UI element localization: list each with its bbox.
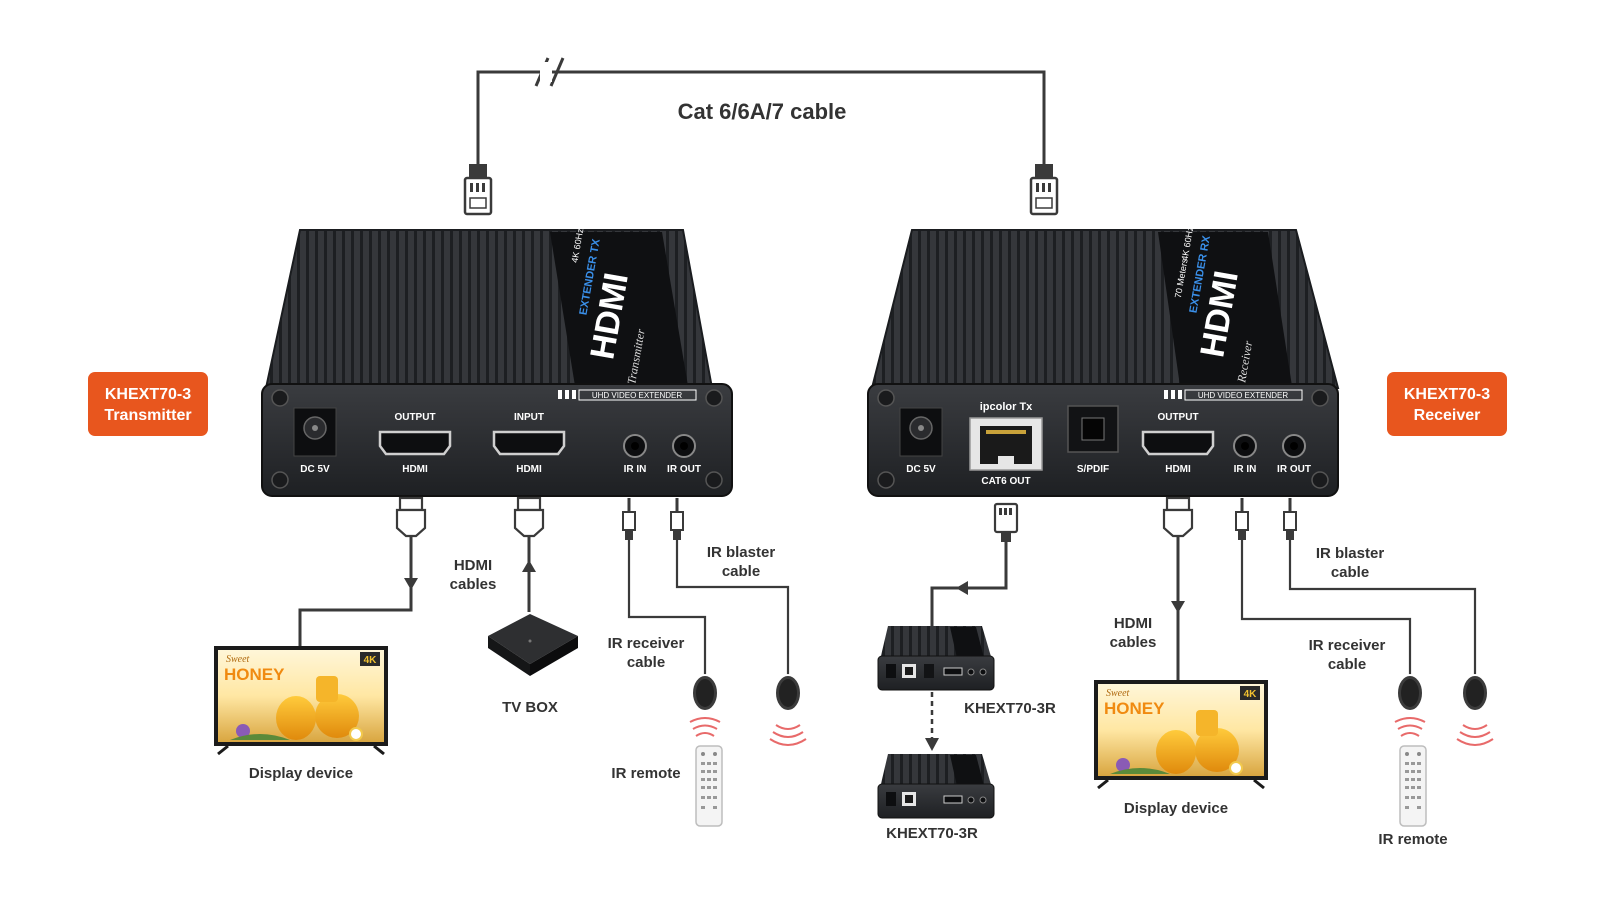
- cable-label: Cat 6/6A/7 cable: [678, 99, 847, 124]
- ir-remote-icon: [695, 745, 723, 827]
- ir-blaster-eye-icon: [769, 674, 807, 746]
- tx-ir-blaster-l2: cable: [722, 563, 760, 580]
- rx-irin-label: IR IN: [1234, 464, 1257, 475]
- tv-title-big: HONEY: [1104, 699, 1165, 718]
- cat-cable: Cat 6/6A/7 cable: [463, 57, 1059, 216]
- rx-ir-blaster-l2: cable: [1331, 564, 1369, 581]
- cascade-label-1: KHEXT70-3R: [964, 700, 1056, 717]
- tv-box-icon: [488, 614, 578, 676]
- transmitter-badge: KHEXT70-3 Transmitter: [88, 372, 208, 436]
- transmitter-device: HDMI EXTENDER TX 4K 60Hz Transmitter UHD…: [261, 227, 733, 497]
- tx-out-bottom: HDMI: [402, 464, 428, 475]
- ir-receiver-eye-icon: [1394, 674, 1426, 737]
- tx-hdmi-cables-l2: cables: [450, 576, 497, 593]
- rx-cat-top: ipcolor Tx: [980, 401, 1033, 413]
- tx-dc-label: DC 5V: [300, 464, 330, 475]
- rx-badge-line1: KHEXT70-3: [1404, 386, 1490, 403]
- rx-spdif-label: S/PDIF: [1077, 464, 1109, 475]
- rx-ir-remote-label: IR remote: [1378, 831, 1447, 848]
- tx-display-label: Display device: [249, 765, 353, 782]
- rx-ir-receiver-l2: cable: [1328, 656, 1366, 673]
- tv-title-small: Sweet: [226, 654, 250, 665]
- hdmi-plug-icon: [395, 496, 427, 538]
- tx-ir-remote-label: IR remote: [611, 765, 680, 782]
- tv-4k-badge: 4K: [364, 655, 378, 666]
- rx-dc-label: DC 5V: [906, 464, 936, 475]
- tx-badge-line1: KHEXT70-3: [105, 386, 191, 403]
- rj45-plug-icon: [1029, 164, 1059, 216]
- tv-title-big: HONEY: [224, 665, 285, 684]
- rx-badge-line2: Receiver: [1414, 407, 1481, 424]
- tx-ir-receiver-l2: cable: [627, 654, 665, 671]
- tx-irin-label: IR IN: [624, 464, 647, 475]
- tx-hdmi-cables-l1: HDMI: [454, 557, 492, 574]
- tv-box-label: TV BOX: [502, 699, 558, 716]
- tx-in-bottom: HDMI: [516, 464, 542, 475]
- tx-badge-line2: Transmitter: [104, 407, 191, 424]
- tv-4k-badge: 4K: [1244, 689, 1258, 700]
- audio-plug-icon: [670, 498, 684, 540]
- rx-hdmi-cables-l1: HDMI: [1114, 615, 1152, 632]
- tx-ir-receiver-l1: IR receiver: [608, 635, 685, 652]
- rx-display-label: Display device: [1124, 800, 1228, 817]
- rx-cables: [930, 496, 1494, 827]
- audio-plug-icon: [1235, 498, 1249, 540]
- rj45-plug-icon: [463, 164, 493, 216]
- ir-remote-icon: [1399, 745, 1427, 827]
- rx-ir-blaster-l1: IR blaster: [1316, 545, 1385, 562]
- ir-receiver-eye-icon: [689, 674, 721, 737]
- tx-in-top: INPUT: [514, 412, 544, 423]
- rx-out-bottom: HDMI: [1165, 464, 1191, 475]
- rx-irout-label: IR OUT: [1277, 464, 1311, 475]
- rx-ir-receiver-l1: IR receiver: [1309, 637, 1386, 654]
- hdmi-plug-icon: [1162, 496, 1194, 538]
- cascade-receiver-1: [877, 626, 995, 691]
- cascade-label-2: KHEXT70-3R: [886, 825, 978, 842]
- receiver-device: HDMI EXTENDER RX 4K 60Hz 70 Meters Recei…: [867, 225, 1340, 497]
- rx-cat-bottom: CAT6 OUT: [981, 476, 1030, 487]
- rx-strip: UHD VIDEO EXTENDER: [1198, 391, 1288, 400]
- tx-irout-label: IR OUT: [667, 464, 701, 475]
- display-tv-icon: Sweet HONEY 4K: [1094, 680, 1268, 790]
- tx-strip: UHD VIDEO EXTENDER: [592, 391, 682, 400]
- audio-plug-icon: [622, 498, 636, 540]
- audio-plug-icon: [1283, 498, 1297, 540]
- receiver-badge: KHEXT70-3 Receiver: [1387, 372, 1507, 436]
- tx-ir-blaster-l1: IR blaster: [707, 544, 776, 561]
- hdmi-plug-icon: [513, 496, 545, 538]
- tv-title-small: Sweet: [1106, 688, 1130, 699]
- tx-cables: [298, 496, 807, 827]
- ir-blaster-eye-icon: [1456, 674, 1494, 746]
- rx-out-top: OUTPUT: [1157, 412, 1198, 423]
- display-tv-icon: Sweet HONEY 4K: [214, 646, 388, 756]
- cascade-receiver-2: [877, 754, 995, 819]
- rx-hdmi-cables-l2: cables: [1110, 634, 1157, 651]
- rj45-plug-icon: [993, 502, 1019, 542]
- tx-out-top: OUTPUT: [394, 412, 435, 423]
